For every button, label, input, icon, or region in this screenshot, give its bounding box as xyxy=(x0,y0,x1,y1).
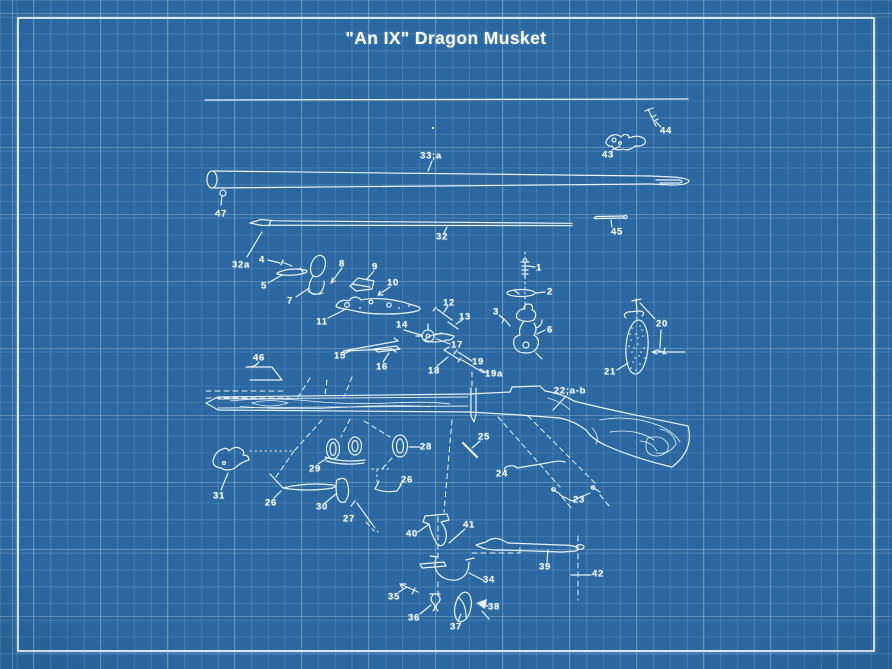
reference-line xyxy=(204,98,689,101)
diagram-title: "An IX" Dragon Musket xyxy=(345,28,547,48)
